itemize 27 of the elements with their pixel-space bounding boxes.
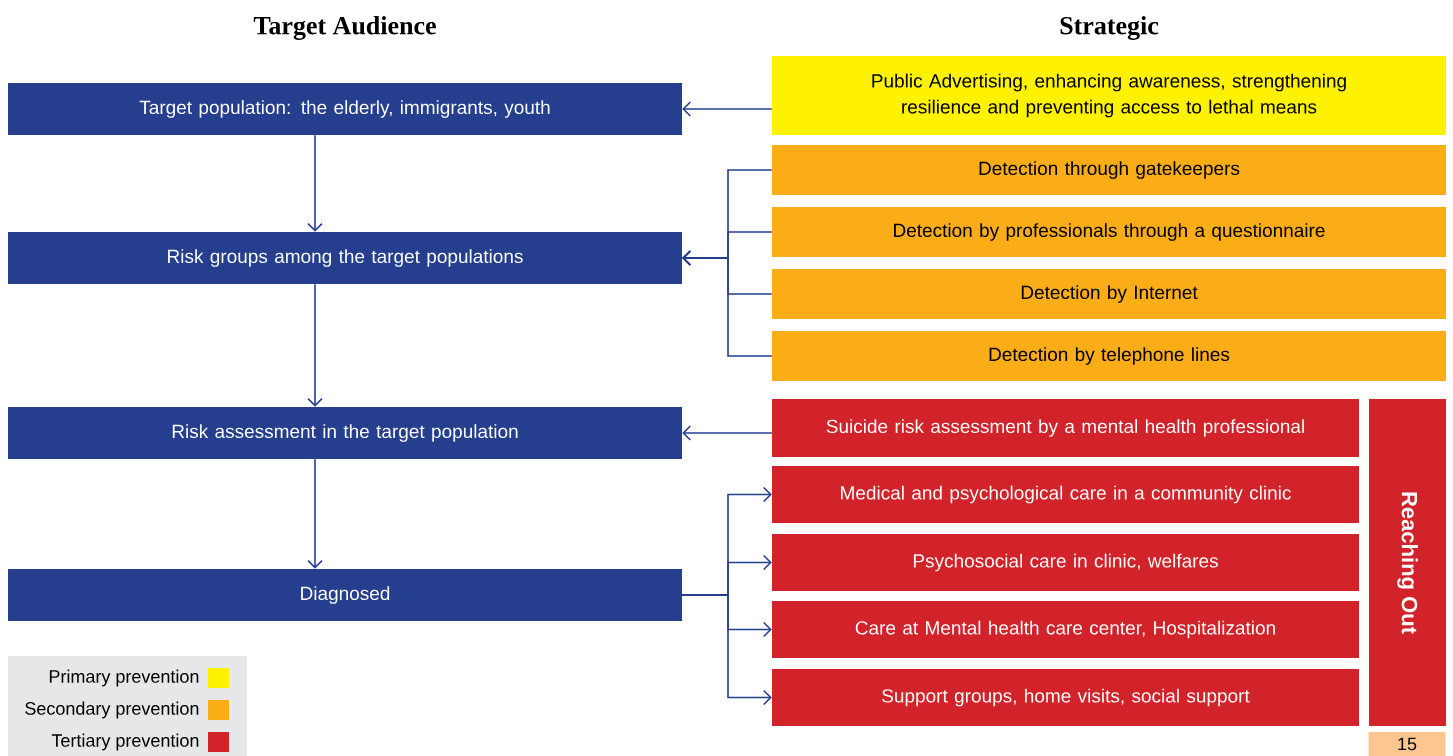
arrow (682, 425, 773, 441)
legend-label: Secondary prevention (25, 701, 199, 719)
strategy-box: Support groups, home visits, social support (772, 669, 1359, 726)
strategy-box: Public Advertising, enhancing awareness, strengthening resilience and preventing access to lethal means (772, 56, 1446, 135)
arrow (307, 283, 323, 407)
process-box: Diagnosed (8, 569, 682, 621)
arrow (681, 594, 772, 706)
strategy-box: Detection by Internet (772, 269, 1446, 319)
legend-label: Primary prevention (49, 669, 199, 687)
arrow (307, 134, 323, 232)
strategy-box: Detection by professionals through a questionnaire (772, 207, 1446, 257)
process-box: Target population: the elderly, immigrants, youth (8, 83, 682, 135)
strategy-box: Psychosocial care in clinic, welfares (772, 534, 1359, 591)
legend-label: Tertiary prevention (51, 733, 199, 751)
arrow (682, 101, 773, 117)
process-box: Risk assessment in the target population (8, 407, 682, 459)
vertical-band: Reaching Out (1369, 399, 1446, 726)
strategy-box: Suicide risk assessment by a mental health professional (772, 399, 1359, 457)
process-box: Risk groups among the target populations (8, 232, 682, 284)
column-heading: Target Audience (253, 16, 436, 40)
strategy-box: Detection by telephone lines (772, 331, 1446, 381)
strategy-box: Detection through gatekeepers (772, 145, 1446, 195)
page-number: 15 (1368, 732, 1446, 756)
strategy-box: Medical and psychological care in a community clinic (772, 466, 1359, 523)
arrow (682, 250, 773, 357)
strategy-box: Care at Mental health care center, Hospitalization (772, 601, 1359, 658)
arrow (307, 458, 323, 569)
